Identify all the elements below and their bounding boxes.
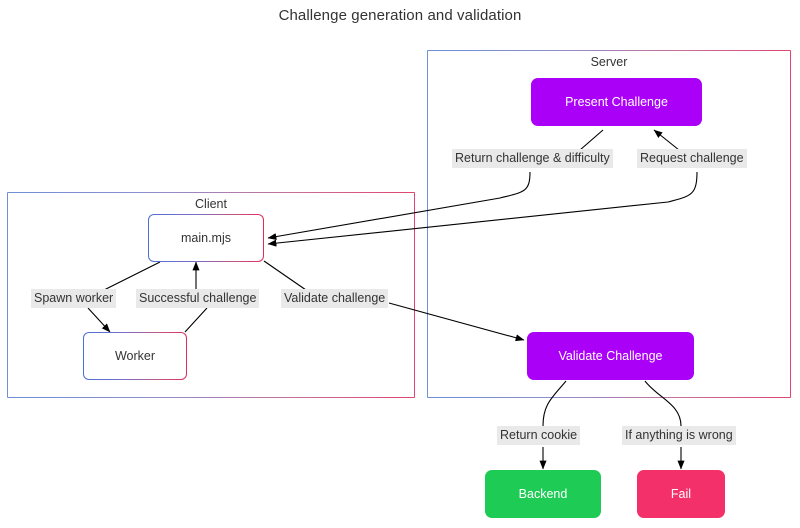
edge-label-validate-challenge: Validate challenge: [281, 289, 389, 308]
node-fail-label: Fail: [670, 487, 692, 501]
node-worker-label: Worker: [114, 349, 156, 363]
node-main-mjs-label: main.mjs: [180, 231, 231, 245]
group-client-label: Client: [195, 197, 227, 211]
node-present-challenge[interactable]: Present Challenge: [531, 78, 702, 126]
node-main-mjs[interactable]: main.mjs: [148, 214, 264, 262]
node-backend[interactable]: Backend: [485, 470, 601, 518]
edge-label-request-challenge: Request challenge: [637, 149, 747, 168]
edge-label-return-challenge-difficulty: Return challenge & difficulty: [452, 149, 613, 168]
edge-label-successful-challenge: Successful challenge: [136, 289, 260, 308]
edge-label-return-cookie: Return cookie: [497, 426, 581, 445]
node-fail[interactable]: Fail: [637, 470, 725, 518]
edge-label-if-anything-is-wrong: If anything is wrong: [622, 426, 736, 445]
node-validate-challenge-label: Validate Challenge: [558, 349, 663, 363]
page-title: Challenge generation and validation: [278, 7, 522, 24]
group-server-label: Server: [590, 55, 628, 69]
node-validate-challenge[interactable]: Validate Challenge: [527, 332, 694, 380]
node-present-challenge-label: Present Challenge: [565, 95, 668, 109]
node-worker[interactable]: Worker: [83, 332, 187, 380]
edge-label-spawn-worker: Spawn worker: [31, 289, 117, 308]
node-backend-label: Backend: [518, 487, 568, 501]
